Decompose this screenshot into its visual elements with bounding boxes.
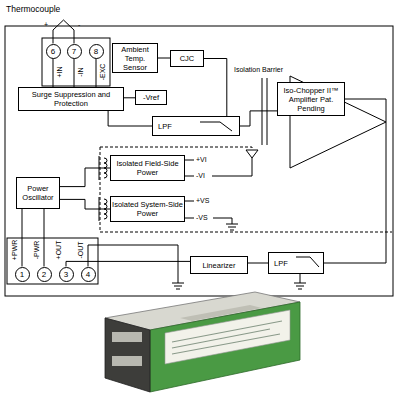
filter-box: LPF — [268, 252, 324, 274]
terminal-circle: 6 — [46, 44, 61, 59]
pin-name: -OUT — [77, 241, 85, 258]
polarity-sign: + — [44, 21, 48, 29]
power-output-terminal-block — [7, 238, 98, 284]
transformer-coil — [104, 158, 107, 219]
supply-rail: +VS — [196, 197, 209, 205]
node-text: 3 — [64, 270, 68, 279]
system-power-wire — [185, 201, 232, 224]
filter-box: LPF — [152, 116, 240, 136]
pin-name: -PWR — [33, 241, 41, 260]
module-label-print — [172, 321, 282, 354]
node-text: Ambient Temp. Sensor — [114, 45, 156, 72]
supply-rail: -VS — [196, 214, 208, 222]
terminal-circle: 4 — [81, 267, 96, 282]
node-text: 1 — [20, 270, 24, 279]
signal-wire — [158, 58, 170, 59]
pin-name: +IN — [56, 66, 64, 77]
isolated-ground-symbol — [246, 150, 258, 158]
node-text: 2 — [42, 270, 46, 279]
barrier-label: Isolation Barrier — [234, 66, 283, 74]
module-terminal — [112, 356, 142, 366]
module-terminal — [112, 332, 142, 342]
terminal-circle: 2 — [37, 267, 52, 282]
outer-border — [5, 26, 393, 296]
signal-wire — [60, 168, 110, 187]
function-box: Surge Suppression and Protection — [18, 87, 124, 111]
signal-wire — [66, 261, 190, 266]
signal-wire — [248, 263, 268, 264]
pin-name: -IN — [77, 67, 85, 76]
node-text: 7 — [72, 47, 76, 56]
pin-name: +OUT — [55, 241, 63, 260]
output-return-wire — [88, 245, 184, 289]
field-power-wire — [185, 158, 252, 176]
node-text: LPF — [274, 259, 288, 268]
isolation-barrier-line — [262, 78, 263, 145]
function-box: CJC — [170, 50, 204, 67]
input-terminal-block — [42, 38, 110, 86]
supply-rail: -VI — [196, 172, 205, 180]
function-box: -Vref — [135, 90, 167, 105]
pin-name: +PWR — [11, 240, 19, 260]
sensor-box: Ambient Temp. Sensor — [112, 43, 158, 73]
signal-wire — [124, 97, 135, 98]
power-box: Isolated System-Side Power — [110, 196, 185, 222]
filter-symbol — [200, 122, 232, 131]
power-box: Isolated Field-Side Power — [110, 155, 185, 181]
terminal-circle: 8 — [89, 44, 104, 59]
signal-wire — [22, 209, 23, 267]
isolation-barrier-line — [267, 78, 268, 145]
signal-wire — [108, 111, 152, 126]
node-text: -Vref — [143, 93, 159, 102]
signal-wire — [96, 59, 97, 88]
node-text: 8 — [94, 47, 98, 56]
node-text: LPF — [158, 122, 172, 131]
node-text: 4 — [86, 270, 90, 279]
ground-symbol — [226, 224, 238, 230]
node-text: Surge Suppression and Protection — [20, 90, 122, 108]
signal-wire — [240, 111, 277, 126]
node-text: Isolated Field-Side Power — [112, 159, 183, 177]
signal-wire — [44, 209, 45, 267]
node-text: Linearizer — [203, 261, 236, 270]
signal-wire — [53, 59, 54, 88]
signal-wire — [60, 199, 110, 209]
thermocouple-symbol — [53, 20, 74, 44]
supply-rail: +VI — [196, 156, 207, 164]
oscillator-box: Power Oscillator — [16, 177, 60, 209]
terminal-circle: 7 — [67, 44, 82, 59]
terminal-circle: 1 — [15, 267, 30, 282]
node-text: CJC — [180, 54, 195, 63]
signal-wire — [74, 59, 75, 88]
amplifier-box: Iso-Chopper II™ Amplifier Pat. Pending — [277, 82, 345, 116]
filter-ground-symbol — [294, 274, 306, 289]
filter-symbol — [296, 257, 319, 267]
node-text: Isolated System-Side Power — [112, 200, 183, 218]
node-text: Iso-Chopper II™ Amplifier Pat. Pending — [279, 86, 343, 113]
node-text: 6 — [51, 47, 55, 56]
title-label: Thermocouple — [6, 4, 60, 14]
signal-wire — [324, 99, 386, 263]
function-box: Linearizer — [190, 256, 248, 274]
pin-name: -EXC — [99, 64, 107, 81]
transformer-core — [99, 156, 100, 221]
signal-wire — [204, 59, 227, 117]
module-front-face — [150, 302, 300, 392]
module-end-face — [105, 318, 150, 392]
module-top-detail — [180, 305, 262, 321]
isolation-dashed-line — [100, 147, 392, 232]
polarity-sign: - — [78, 21, 80, 29]
terminal-circle: 3 — [59, 267, 74, 282]
node-text: Power Oscillator — [18, 184, 58, 202]
